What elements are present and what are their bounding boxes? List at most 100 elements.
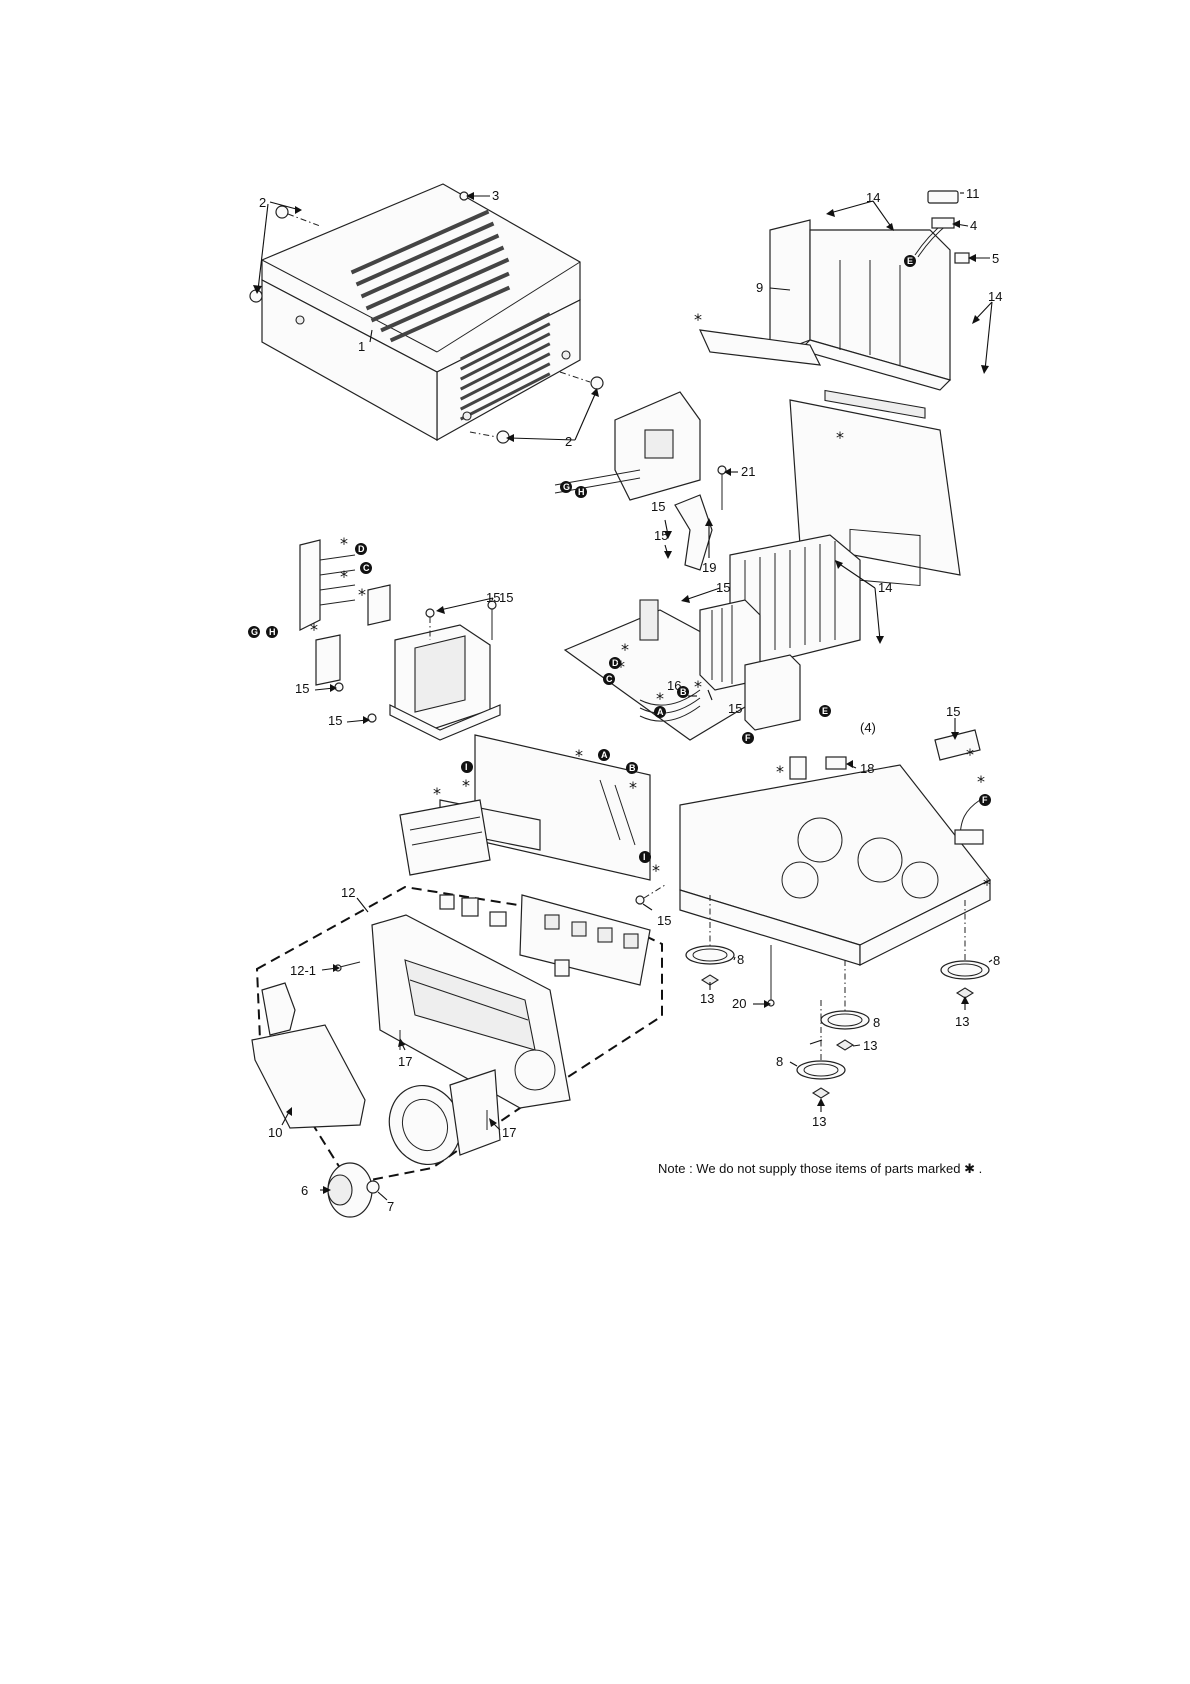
asterisk-marker: * <box>966 745 974 764</box>
fl-display-tube <box>400 800 490 875</box>
connector-badge-C: C <box>603 673 615 685</box>
label-13: 13 <box>863 1038 877 1053</box>
asterisk-marker: * <box>433 784 441 803</box>
label-13: 13 <box>955 1014 969 1029</box>
label-19: 19 <box>702 560 716 575</box>
label-8: 8 <box>776 1054 783 1069</box>
label-18: 18 <box>860 761 874 776</box>
connector-badge-G: G <box>248 626 260 638</box>
connector-badge-I: I <box>461 761 473 773</box>
svg-text:C: C <box>606 674 613 684</box>
knob-part-6 <box>328 1163 372 1217</box>
connector-badge-H: H <box>266 626 278 638</box>
connector-part-5 <box>955 253 969 263</box>
bracket-part-19 <box>675 495 712 570</box>
front-buttons-cluster <box>520 895 650 985</box>
asterisk-marker: * <box>652 861 660 880</box>
screw-15-left-1 <box>335 683 343 691</box>
connector-badge-B: B <box>626 762 638 774</box>
label-15: 15 <box>728 701 742 716</box>
connector-badge-E: E <box>904 255 916 267</box>
asterisk-marker: * <box>776 762 784 781</box>
label-8: 8 <box>737 952 744 967</box>
label-12: 12 <box>341 885 355 900</box>
small-bracket-b <box>316 635 340 685</box>
svg-text:C: C <box>363 563 370 573</box>
connector-F-cable <box>955 800 983 844</box>
svg-text:G: G <box>563 482 570 492</box>
label-3: 3 <box>492 188 499 203</box>
knob-ring-assembly <box>378 1070 500 1175</box>
label-10: 10 <box>268 1125 282 1140</box>
asterisk-marker: * <box>836 428 844 447</box>
bottom-chassis <box>680 765 990 965</box>
label-5: 5 <box>992 251 999 266</box>
svg-text:I: I <box>465 762 468 772</box>
screw-2-left <box>250 290 262 302</box>
label-14: 14 <box>878 580 892 595</box>
label-17: 17 <box>398 1054 412 1069</box>
label-15: 15 <box>499 590 513 605</box>
screw-21 <box>718 466 726 510</box>
label-1: 1 <box>358 339 365 354</box>
connector-badge-F: F <box>979 794 991 806</box>
asterisk-marker: * <box>694 677 702 696</box>
connector-badge-A: A <box>598 749 610 761</box>
label-8: 8 <box>993 953 1000 968</box>
asterisk-marker: * <box>340 567 348 586</box>
asterisk-marker: * <box>977 772 985 791</box>
label-7: 7 <box>387 1199 394 1214</box>
label-15: 15 <box>328 713 342 728</box>
connector-badge-C: C <box>360 562 372 574</box>
screw-12-1 <box>335 962 360 971</box>
asterisk-marker: * <box>310 620 318 639</box>
svg-text:A: A <box>657 707 664 717</box>
label-8: 8 <box>873 1015 880 1030</box>
label-15: 15 <box>716 580 730 595</box>
label-17: 17 <box>502 1125 516 1140</box>
bracket-part-18 <box>826 757 846 769</box>
asterisk-marker: * <box>694 310 702 329</box>
label-4: 4 <box>970 218 977 233</box>
label-13: 13 <box>812 1114 826 1129</box>
svg-text:F: F <box>745 733 751 743</box>
small-bracket-a <box>368 585 390 625</box>
washer-part-7 <box>367 1181 379 1193</box>
svg-text:G: G <box>251 627 258 637</box>
svg-text:A: A <box>601 750 608 760</box>
label-2: 2 <box>565 434 572 449</box>
asterisk-marker: * <box>358 585 366 604</box>
svg-text:I: I <box>643 852 646 862</box>
connector-badge-F: F <box>742 732 754 744</box>
svg-text:H: H <box>578 487 585 497</box>
label-2: 2 <box>259 195 266 210</box>
connector-badge-I: I <box>639 851 651 863</box>
asterisk-marker: * <box>983 875 991 894</box>
asterisk-marker: * <box>575 746 583 765</box>
label-15: 15 <box>654 528 668 543</box>
svg-text:E: E <box>822 706 828 716</box>
power-transformer <box>390 625 500 740</box>
screw-15-front <box>636 885 665 904</box>
label-15: 15 <box>651 499 665 514</box>
label-21: 21 <box>741 464 755 479</box>
label-4-count: (4) <box>860 720 876 735</box>
svg-text:B: B <box>629 763 636 773</box>
footnote-not-supplied: Note : We do not supply those items of p… <box>658 1161 982 1176</box>
connector-badge-H: H <box>575 486 587 498</box>
svg-text:B: B <box>680 687 687 697</box>
screw-15-left-2 <box>368 714 376 722</box>
svg-text:H: H <box>269 627 276 637</box>
connector-badge-D: D <box>355 543 367 555</box>
asterisk-marker: * <box>340 534 348 553</box>
connector-badge-E: E <box>819 705 831 717</box>
svg-text:F: F <box>982 795 988 805</box>
svg-text:E: E <box>907 256 913 266</box>
foot-center-1 <box>821 960 869 1050</box>
label-14: 14 <box>866 190 880 205</box>
label-14: 14 <box>988 289 1002 304</box>
svg-text:D: D <box>358 544 365 554</box>
label-15: 15 <box>946 704 960 719</box>
door-part-10 <box>252 1025 365 1128</box>
label-15: 15 <box>657 913 671 928</box>
